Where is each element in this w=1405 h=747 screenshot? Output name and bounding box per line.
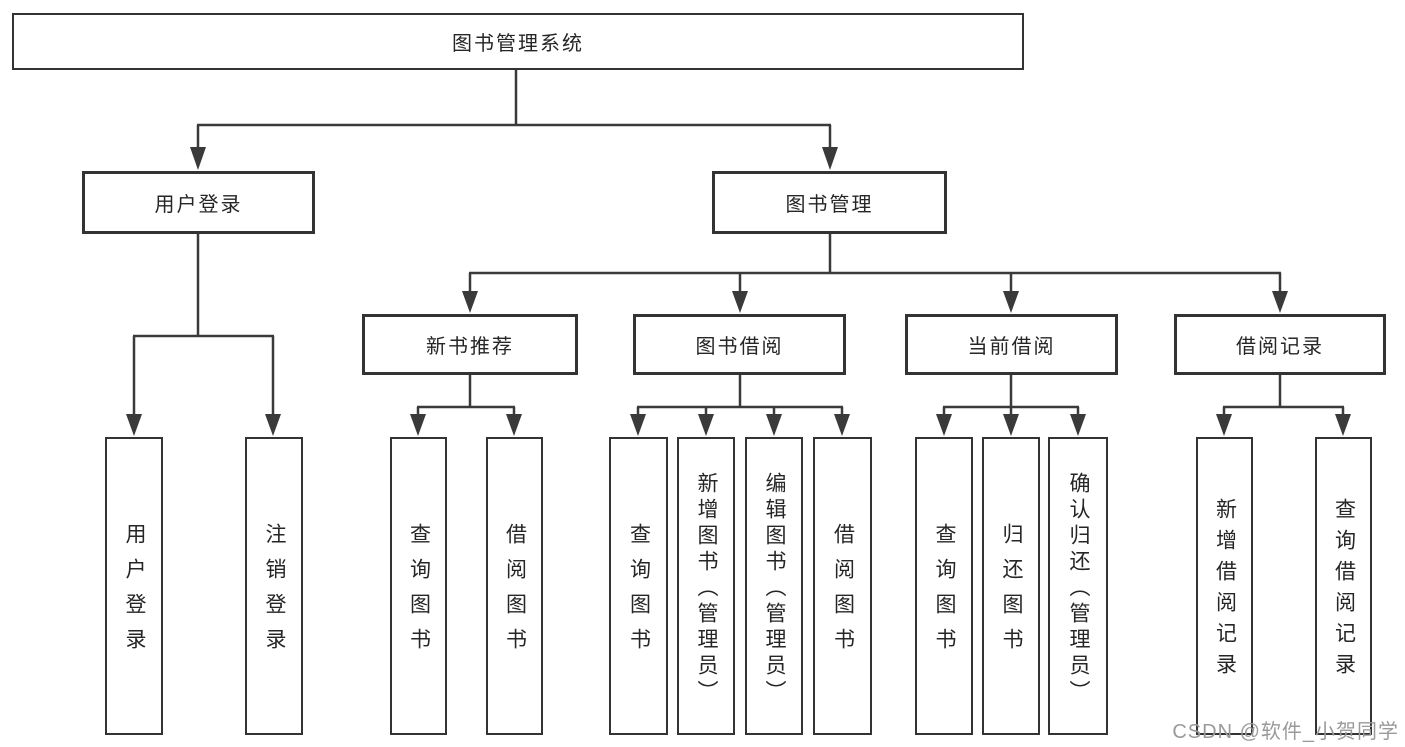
node-book-management: 图书管理	[712, 171, 947, 234]
leaf-add-book-admin: 新增图书（管理员）	[677, 437, 735, 735]
watermark: CSDN @软件_小贺同学	[1172, 721, 1399, 743]
leaf-confirm-return-admin: 确认归还（管理员）	[1048, 437, 1108, 735]
leaf-edit-book-admin: 编辑图书（管理员）	[745, 437, 803, 735]
connector-shafts	[132, 70, 1345, 416]
node-current-borrowing: 当前借阅	[905, 314, 1118, 375]
arrowheads	[126, 147, 1351, 436]
leaf-borrow-books-recommend: 借阅图书	[486, 437, 543, 735]
node-book-borrowing: 图书借阅	[633, 314, 846, 375]
leaf-logout: 注销登录	[245, 437, 303, 735]
leaf-query-borrow-record: 查询借阅记录	[1315, 437, 1372, 735]
leaf-query-books-recommend: 查询图书	[390, 437, 447, 735]
leaf-add-borrow-record: 新增借阅记录	[1196, 437, 1253, 735]
leaf-borrow-books-borrowing: 借阅图书	[813, 437, 872, 735]
node-library-management-system: 图书管理系统	[12, 13, 1024, 70]
leaf-query-books-borrowing: 查询图书	[609, 437, 668, 735]
leaf-query-books-current: 查询图书	[915, 437, 973, 735]
node-new-book-recommend: 新书推荐	[362, 314, 578, 375]
leaf-return-book: 归还图书	[982, 437, 1040, 735]
node-borrowing-records: 借阅记录	[1174, 314, 1386, 375]
leaf-user-login: 用户登录	[105, 437, 163, 735]
node-user-login: 用户登录	[82, 171, 315, 234]
